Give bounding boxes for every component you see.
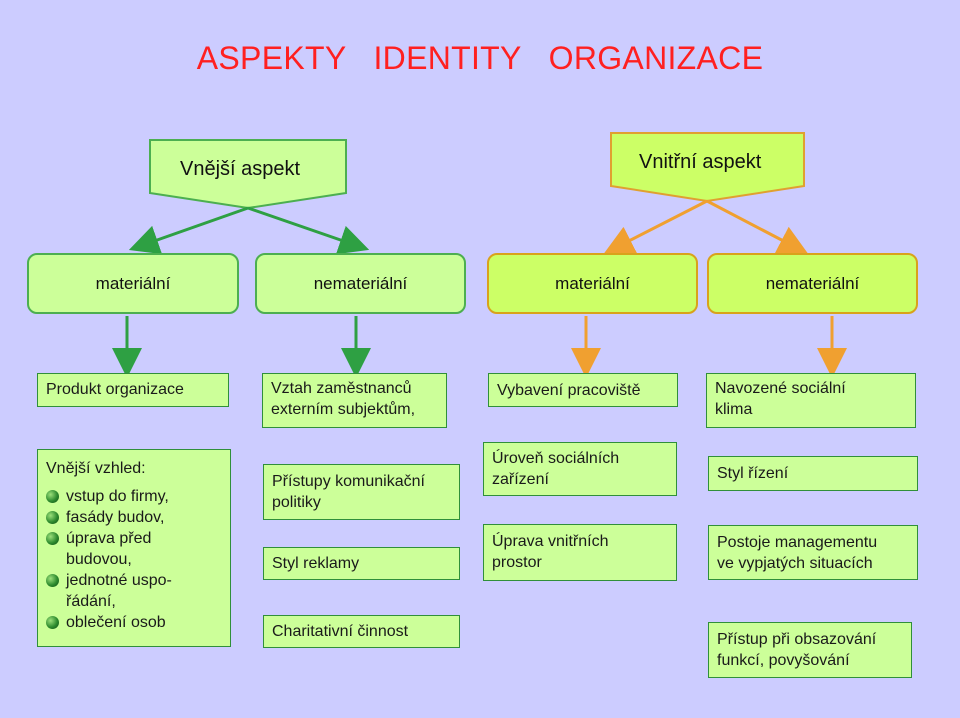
header-social-climate: Navozené sociální klima	[706, 373, 916, 428]
header-equipment-text: Vybavení pracoviště	[497, 381, 641, 399]
arrow-inner-to-material	[603, 199, 708, 254]
category-material-outer: materiální	[27, 253, 239, 314]
management-style-box: Styl řízení	[708, 456, 918, 491]
interior-box: Úprava vnitřních prostor	[483, 524, 677, 581]
list-item-continuation: budovou,	[66, 551, 132, 568]
charity-box: Charitativní činnost	[263, 615, 460, 648]
list-item-text: úprava před	[66, 530, 152, 547]
header-equipment: Vybavení pracoviště	[488, 373, 678, 407]
social-facilities-line1: Úroveň sociálních	[492, 450, 620, 467]
list-item: oblečení osob	[46, 612, 222, 633]
interior-line2: prostor	[492, 554, 542, 571]
advertising-style-box: Styl reklamy	[263, 547, 460, 580]
management-attitudes-box: Postoje managementu ve vypjatých situací…	[708, 525, 918, 580]
list-item: vstup do firmy,	[46, 486, 222, 507]
bullet-icon	[46, 532, 59, 545]
header-product-text: Produkt organizace	[46, 380, 184, 398]
list-item: úprava před	[46, 528, 222, 549]
list-item-text: vstup do firmy,	[66, 488, 169, 505]
arrow-inner-to-immaterial	[706, 199, 809, 254]
bullet-icon	[46, 511, 59, 524]
page-title: ASPEKTY IDENTITY ORGANIZACE	[196, 40, 764, 76]
inner-aspect-label: Vnitřní aspekt	[639, 151, 762, 173]
outer-appearance-heading: Vnější vzhled:	[46, 460, 146, 477]
interior-line1: Úprava vnitřních	[492, 533, 609, 550]
list-item-text: oblečení osob	[66, 614, 166, 631]
category-material-inner: materiální	[487, 253, 698, 314]
advertising-style-text: Styl reklamy	[272, 555, 360, 572]
staffing-approach-box: Přístup při obsazování funkcí, povyšován…	[708, 622, 912, 678]
inner-aspect-shape	[610, 132, 805, 203]
header-relationship-line2: externím subjektům,	[271, 401, 416, 418]
outer-appearance-box: Vnější vzhled: vstup do firmy, fasády bu…	[37, 449, 231, 647]
header-social-climate-line1: Navozené sociální	[715, 380, 846, 397]
arrow-outer-to-immaterial	[247, 206, 370, 255]
communication-policy-box: Přístupy komunikační politiky	[263, 464, 460, 520]
header-social-climate-line2: klima	[715, 401, 753, 418]
arrow-outer-to-material	[128, 206, 249, 255]
management-style-text: Styl řízení	[717, 465, 789, 482]
bullet-icon	[46, 490, 59, 503]
communication-policy-line1: Přístupy komunikační	[272, 473, 425, 490]
outer-aspect-label: Vnější aspekt	[180, 158, 301, 180]
list-item: fasády budov,	[46, 507, 222, 528]
charity-text: Charitativní činnost	[272, 623, 409, 640]
list-item: jednotné uspo-	[46, 570, 222, 591]
staffing-approach-line1: Přístup při obsazování	[717, 631, 877, 648]
bullet-icon	[46, 574, 59, 587]
list-item-text: fasády budov,	[66, 509, 165, 526]
bullet-icon	[46, 616, 59, 629]
staffing-approach-line2: funkcí, povyšování	[717, 652, 850, 669]
social-facilities-box: Úroveň sociálních zařízení	[483, 442, 677, 496]
communication-policy-line2: politiky	[272, 494, 321, 511]
outer-aspect-shape	[149, 139, 347, 210]
social-facilities-line2: zařízení	[492, 471, 549, 488]
header-relationship: Vztah zaměstnanců externím subjektům,	[262, 373, 447, 428]
header-relationship-line1: Vztah zaměstnanců	[271, 380, 412, 397]
management-attitudes-line2: ve vypjatých situacích	[717, 555, 873, 572]
management-attitudes-line1: Postoje managementu	[717, 534, 878, 551]
category-immaterial-inner: nemateriální	[707, 253, 918, 314]
header-product: Produkt organizace	[37, 373, 229, 407]
category-immaterial-outer: nemateriální	[255, 253, 466, 314]
list-item-text: jednotné uspo-	[66, 572, 172, 589]
list-item-continuation: řádání,	[66, 593, 116, 610]
